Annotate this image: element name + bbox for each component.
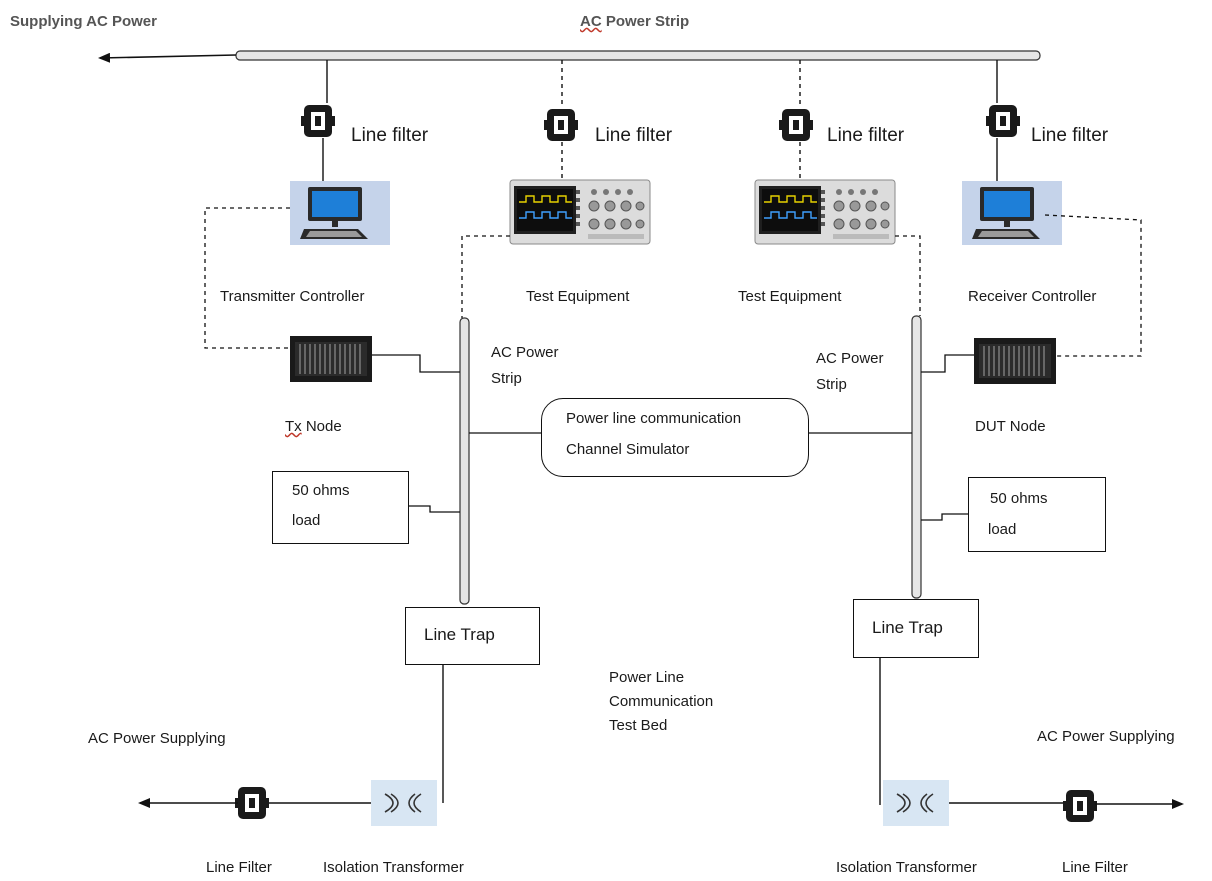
tx-node-label: Tx Node — [285, 418, 342, 435]
test-bed-line2: Communication — [609, 693, 714, 710]
right-load-box: 50 ohms load — [968, 477, 1106, 552]
receiver-pc-icon — [962, 181, 1062, 245]
left-strip-label: AC Power Strip — [491, 340, 559, 393]
wire-dut-node-strip — [921, 354, 974, 373]
right-strip-line2: Strip — [816, 376, 847, 394]
ac-power-strip-top-label: AC Power Strip — [580, 13, 689, 30]
ac-word: AC — [580, 13, 602, 30]
test-equipment-right-label: Test Equipment — [738, 288, 842, 305]
line-filter-label-4: Line filter — [1031, 125, 1109, 146]
simulator-line1: Power line communication — [566, 410, 742, 427]
scope-right-link — [895, 235, 921, 316]
transmitter-pc-icon — [290, 181, 390, 245]
supplying-arrow — [98, 52, 237, 63]
left-power-strip — [459, 317, 470, 605]
left-load-line1: 50 ohms — [292, 482, 350, 499]
test-bed-label: Power Line Communication Test Bed — [609, 666, 713, 738]
tx-word: Tx — [285, 418, 302, 435]
ac-power-supplying-left-label: AC Power Supplying — [88, 730, 226, 747]
test-bed-line3: Test Bed — [609, 717, 668, 734]
line-filter-icon — [301, 105, 335, 137]
test-bed-line1: Power Line — [609, 669, 685, 686]
right-load-line2: load — [988, 521, 1017, 538]
wire-tx-node-strip — [372, 354, 460, 373]
right-line-trap-box: Line Trap — [853, 599, 979, 658]
right-strip-label: AC Power Strip — [816, 346, 884, 399]
transmitter-controller-label: Transmitter Controller — [220, 288, 365, 305]
receiver-controller-label: Receiver Controller — [968, 288, 1097, 305]
isolation-transformer-left-label: Isolation Transformer — [323, 859, 464, 876]
right-load-line1: 50 ohms — [990, 490, 1048, 507]
line-filter-icon — [779, 109, 813, 141]
left-line-trap-label: Line Trap — [424, 625, 495, 644]
tx-control-link — [204, 207, 290, 349]
node-word: Node — [301, 418, 342, 435]
channel-simulator-box: Power line communication Channel Simulat… — [541, 398, 809, 477]
line-filter-icon — [235, 787, 269, 819]
line-filter-label-1: Line filter — [351, 125, 429, 146]
scope-left-link — [461, 235, 510, 318]
line-filter-label-3: Line filter — [827, 125, 905, 146]
left-line-trap-box: Line Trap — [405, 607, 540, 665]
dut-node-icon — [973, 337, 1057, 385]
isolation-transformer-right-label: Isolation Transformer — [836, 859, 977, 876]
right-line-trap-label: Line Trap — [872, 618, 943, 637]
tx-node-icon — [289, 335, 373, 383]
test-equipment-left-label: Test Equipment — [526, 288, 630, 305]
oscilloscope-icon — [754, 179, 896, 245]
right-power-strip — [911, 315, 922, 599]
power-strip-word: Power Strip — [601, 13, 690, 30]
oscilloscope-icon — [509, 179, 651, 245]
wire-right-load — [921, 513, 968, 521]
right-strip-line1: AC Power — [816, 350, 884, 367]
simulator-line2: Channel Simulator — [566, 441, 690, 458]
line-filter-right-label: Line Filter — [1062, 859, 1128, 876]
line-filter-icon — [544, 109, 578, 141]
rx-control-link — [1044, 214, 1142, 357]
ac-power-supplying-right-label: AC Power Supplying — [1037, 728, 1175, 745]
isolation-transformer-icon — [370, 779, 438, 827]
line-filter-icon — [986, 105, 1020, 137]
isolation-transformer-icon — [882, 779, 950, 827]
left-strip-line1: AC Power — [491, 344, 559, 361]
left-strip-line2: Strip — [491, 370, 522, 388]
line-filter-left-label: Line Filter — [206, 859, 272, 876]
wire-left-load — [408, 505, 460, 513]
line-filter-label-2: Line filter — [595, 125, 673, 146]
left-load-line2: load — [292, 512, 321, 529]
supplying-ac-power-label: Supplying AC Power — [10, 13, 157, 30]
left-load-box: 50 ohms load — [272, 471, 409, 544]
top-power-strip — [235, 50, 1041, 61]
dut-node-label: DUT Node — [975, 418, 1046, 435]
line-filter-icon — [1063, 790, 1097, 822]
